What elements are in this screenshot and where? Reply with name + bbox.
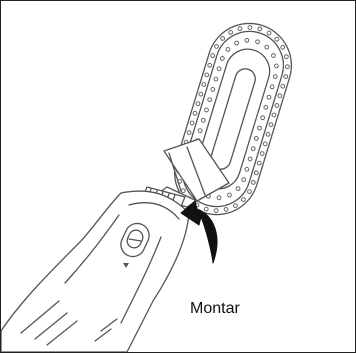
- bristle-dot: [245, 38, 250, 43]
- bristle-dot: [204, 207, 209, 212]
- bristle-dot: [270, 84, 275, 89]
- bristle-dot: [257, 126, 262, 131]
- bristle-dot: [236, 186, 241, 191]
- bristle-dot: [234, 41, 239, 46]
- bristle-dot: [283, 74, 288, 79]
- bristle-dot: [204, 108, 209, 113]
- bristle-dot: [254, 170, 259, 175]
- bristle-dot: [275, 103, 280, 108]
- bristle-dot: [280, 45, 285, 50]
- bristle-dot: [263, 105, 268, 110]
- bristle-dot: [228, 30, 233, 35]
- bristle-dot: [251, 146, 256, 151]
- bristle-dot: [285, 64, 290, 69]
- bristle-dot: [207, 97, 212, 102]
- bristle-dot: [201, 118, 206, 123]
- bristle-dot: [251, 180, 256, 185]
- bristle-dot: [272, 113, 277, 118]
- bristle-dot: [248, 25, 253, 30]
- bristle-dot: [257, 161, 262, 166]
- bristle-dot: [257, 27, 262, 32]
- bristle-dot: [220, 36, 225, 41]
- bristle-dot: [198, 92, 203, 97]
- bristle-dot: [210, 53, 215, 58]
- bristle-dot: [245, 167, 250, 172]
- bristle-dot: [193, 111, 198, 116]
- bristle-dot: [269, 122, 274, 127]
- bristle-dot: [260, 115, 265, 120]
- bristle-dot: [207, 63, 212, 68]
- bristle-dot: [274, 64, 279, 69]
- bristle-dot: [267, 31, 272, 36]
- bristle-dot: [255, 39, 260, 44]
- bristle-dot: [238, 26, 243, 31]
- brush-head-icon: [164, 13, 302, 225]
- bristle-dot: [227, 193, 232, 198]
- bristle-dot: [210, 87, 215, 92]
- bristle-dot: [280, 84, 285, 89]
- bristle-dot: [264, 45, 269, 50]
- bristle-dot: [260, 151, 265, 156]
- bristle-dot: [284, 54, 289, 59]
- bristle-dot: [204, 73, 209, 78]
- bristle-dot: [263, 142, 268, 147]
- bristle-dot: [224, 207, 229, 212]
- bristle-dot: [271, 53, 276, 58]
- bristle-dot: [201, 82, 206, 87]
- bristle-dot: [226, 47, 231, 52]
- bristle-dot: [187, 130, 192, 135]
- bristle-dot: [248, 157, 253, 162]
- bristle-dot: [277, 93, 282, 98]
- bristle-dot: [214, 208, 219, 213]
- bristle-dot: [217, 66, 222, 71]
- bristle-dot: [198, 128, 203, 133]
- bristle-dot: [220, 56, 225, 61]
- bristle-dot: [266, 132, 271, 137]
- bristle-dot: [214, 44, 219, 49]
- bristle-dot: [181, 188, 186, 193]
- bristle-dot: [241, 177, 246, 182]
- bristle-dot: [247, 189, 252, 194]
- bristle-dot: [274, 37, 279, 42]
- bristle-dot: [233, 203, 238, 208]
- device-handle-icon: [1, 191, 189, 352]
- bristle-dot: [273, 74, 278, 79]
- bristle-dot: [241, 197, 246, 202]
- bristle-dot: [190, 121, 195, 126]
- bristle-dot: [214, 77, 219, 82]
- bristle-dot: [217, 195, 222, 200]
- bristle-dot: [267, 95, 272, 100]
- bristle-dot: [254, 136, 259, 141]
- caption-label: Montar: [190, 301, 240, 317]
- bristle-dot: [196, 101, 201, 106]
